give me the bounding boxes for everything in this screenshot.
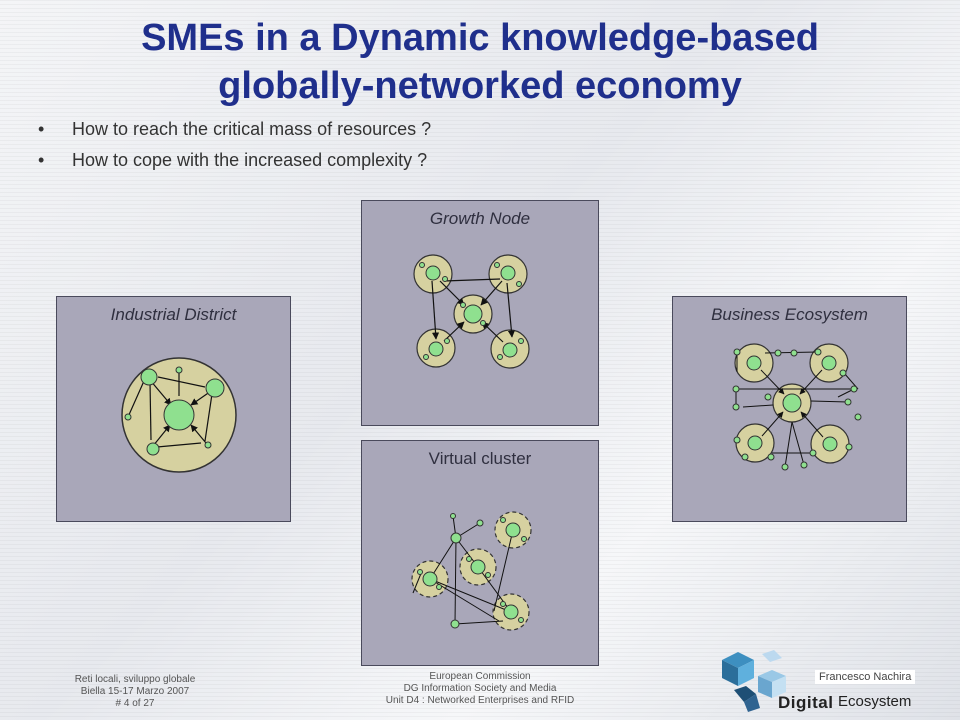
member-node [450, 532, 462, 544]
member-node [746, 355, 762, 371]
hub-node [463, 304, 483, 324]
footer-line: Biella 15-17 Marzo 2007 [80, 686, 190, 697]
slide-title: SMEs in a Dynamic knowledge-based global… [141, 17, 819, 107]
hub-node [782, 393, 802, 413]
panel-title: Industrial District [110, 305, 237, 324]
member-node [500, 265, 516, 281]
business-ecosystem-diagram [732, 343, 862, 471]
member-node [470, 559, 486, 575]
panel-title: Growth Node [429, 209, 531, 228]
logo-word-ecosystem: Ecosystem [838, 693, 912, 710]
footer-line: DG Information Society and Media [403, 683, 557, 694]
member-node [821, 355, 837, 371]
growth-node-panel: Growth Node [361, 200, 599, 426]
member-node [747, 435, 763, 451]
author-name: Francesco Nachira [815, 670, 916, 684]
footer-event-info: Reti locali, sviluppo globale Biella 15-… [55, 674, 215, 710]
member-node [422, 571, 438, 587]
member-node [505, 522, 521, 538]
panel-title: Business Ecosystem [711, 305, 868, 324]
bullet-item: • How to reach the critical mass of reso… [38, 114, 431, 145]
bullet-marker: • [38, 119, 45, 139]
logo-word-digital: Digital [778, 693, 834, 712]
member-node [428, 341, 444, 357]
industrial-district-diagram [121, 357, 237, 473]
page-number: # 4 of 27 [115, 698, 155, 709]
bullet-text: How to reach the critical mass of resour… [72, 119, 432, 139]
member-node [450, 619, 460, 629]
member-node [124, 413, 132, 421]
footer-line: Reti locali, sviluppo globale [74, 674, 196, 685]
growth-node-diagram [413, 254, 530, 369]
panel-title: Virtual cluster [428, 449, 532, 468]
hub-node [163, 399, 195, 431]
virtual-cluster-diagram [411, 511, 532, 631]
member-node [822, 436, 838, 452]
business-ecosystem-panel: Business Ecosystem [672, 296, 907, 522]
member-node [425, 265, 441, 281]
member-node [503, 604, 519, 620]
virtual-cluster-panel: Virtual cluster [361, 440, 599, 666]
bullet-item: • How to cope with the increased complex… [38, 145, 431, 176]
footer-organization: European Commission DG Information Socie… [360, 671, 600, 707]
bullet-text: How to cope with the increased complexit… [72, 150, 428, 170]
logo-cubes-icon [722, 650, 786, 712]
member-node [205, 378, 225, 398]
member-node [140, 368, 158, 386]
digital-ecosystem-logo [722, 650, 786, 712]
member-node [175, 366, 183, 374]
member-node [204, 441, 212, 449]
member-node [146, 442, 160, 456]
bullet-marker: • [38, 150, 45, 170]
footer-line: Unit D4 : Networked Enterprises and RFID [385, 695, 575, 706]
footer-line: European Commission [429, 671, 531, 682]
bullet-list: • How to reach the critical mass of reso… [38, 114, 431, 176]
member-node [502, 342, 518, 358]
industrial-district-panel: Industrial District [56, 296, 291, 522]
